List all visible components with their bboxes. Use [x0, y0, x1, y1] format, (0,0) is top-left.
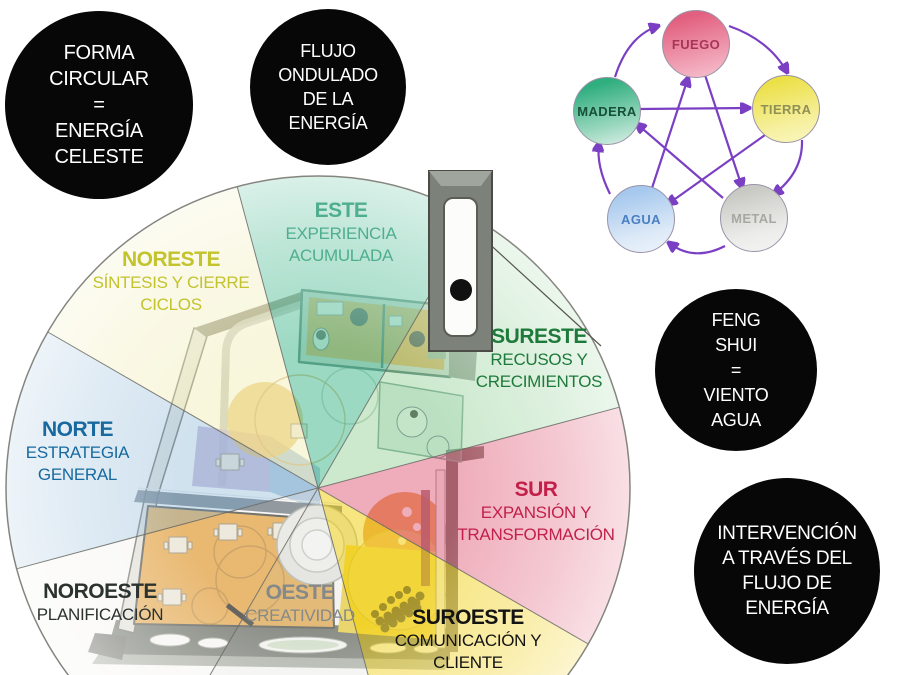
arrow-metal-madera — [637, 124, 724, 199]
badge-line: ENERGÍA — [55, 120, 143, 142]
badge-line: INTERVENCIÓN — [717, 523, 857, 544]
sector-label-suroeste: SUROESTE COMUNICACIÓN Y CLIENTE — [348, 606, 588, 674]
sector-name: ESTE — [314, 199, 368, 222]
arrow-metal-agua — [669, 243, 726, 255]
sector-label-noroeste: NOROESTE PLANIFICACIÓN — [0, 580, 200, 626]
sector-sub: EXPERIENCIA — [285, 224, 397, 243]
badge-forma-circular: FORMA CIRCULAR = ENERGÍA CELESTE — [5, 11, 193, 199]
badge-feng-shui: FENG SHUI = VIENTO AGUA — [655, 289, 817, 451]
sector-sub: CREATIVIDAD — [245, 606, 355, 625]
sector-sub: TRANSFORMACIÓN — [457, 525, 615, 544]
sector-label-oeste: OESTE CREATIVIDAD — [200, 581, 400, 627]
arrow-madera-fuego — [613, 26, 658, 78]
sector-name: SUROESTE — [412, 606, 524, 629]
element-tierra-label: TIERRA — [760, 101, 812, 117]
sector-name: NORTE — [42, 418, 114, 441]
element-fuego: FUEGO — [662, 10, 730, 78]
sector-boundary-lines — [16, 186, 620, 675]
sector-name: OESTE — [265, 581, 335, 604]
badge-line: CELESTE — [54, 146, 144, 168]
sector-sub: CLIENTE — [433, 653, 503, 672]
badge-line: FORMA — [63, 42, 135, 64]
sector-label-sur: SUR EXPANSIÓN Y TRANSFORMACIÓN — [436, 478, 636, 546]
stair-tower — [428, 170, 602, 352]
badge-intervencion: INTERVENCIÓN A TRAVÉS DEL FLUJO DE ENERG… — [694, 478, 880, 664]
badge-line: VIENTO — [703, 384, 769, 405]
sector-name: NORESTE — [121, 248, 221, 271]
badge-line: DE LA — [302, 89, 354, 109]
badge-line: FLUJO — [300, 41, 356, 61]
sector-name: NOROESTE — [43, 580, 157, 603]
sector-name: SURESTE — [491, 325, 587, 348]
element-madera: MADERA — [573, 77, 641, 145]
arrow-tierra-agua — [668, 134, 766, 204]
sector-sub: CRECIMIENTOS — [475, 372, 603, 391]
tower-shaft — [443, 197, 478, 337]
sector-sub: ACUMULADA — [288, 246, 394, 265]
badge-line: FLUJO DE — [742, 573, 832, 594]
sector-label-noreste: NORESTE SÍNTESIS Y CIERRE CICLOS — [61, 248, 281, 316]
element-agua-label: AGUA — [621, 211, 661, 227]
badge-flujo-ondulado: FLUJO ONDULADO DE LA ENERGÍA — [250, 9, 406, 165]
badge-line: = — [730, 359, 742, 380]
arrow-tierra-metal — [774, 139, 804, 194]
badge-line: FENG — [711, 309, 761, 330]
sector-sub: GENERAL — [37, 465, 118, 484]
sector-sub: SÍNTESIS Y CIERRE — [92, 273, 250, 292]
tower-black-dot — [450, 279, 472, 301]
element-agua: AGUA — [607, 185, 675, 253]
element-madera-label: MADERA — [577, 103, 637, 119]
sector-label-norte: NORTE ESTRATEGIA GENERAL — [0, 418, 155, 486]
element-tierra: TIERRA — [752, 75, 820, 143]
badge-line: SHUI — [715, 334, 757, 355]
badge-line: ONDULADO — [278, 65, 378, 85]
tower-top-face — [429, 171, 492, 186]
sector-sub: ESTRATEGIA — [25, 443, 130, 462]
element-metal: METAL — [720, 184, 788, 252]
badge-line: ENERGÍA — [288, 113, 368, 133]
badge-line: AGUA — [711, 409, 761, 430]
element-metal-label: METAL — [731, 210, 777, 226]
sector-label-sureste: SURESTE RECUSOS Y CRECIMIENTOS — [439, 325, 639, 393]
arrow-agua-madera — [598, 143, 611, 195]
arrow-madera-tierra — [638, 108, 749, 109]
sector-sub: RECUSOS Y — [490, 350, 588, 369]
sector-sub: PLANIFICACIÓN — [36, 605, 164, 624]
arrow-fuego-metal — [703, 74, 742, 187]
badge-line: CIRCULAR — [49, 68, 149, 90]
badge-line: A TRAVÉS DEL — [722, 548, 852, 569]
sector-name: SUR — [514, 478, 558, 501]
wheel-outline — [5, 175, 631, 675]
arrow-fuego-tierra — [728, 24, 787, 72]
sector-sub: COMUNICACIÓN Y — [394, 631, 542, 650]
sector-sub: CICLOS — [140, 295, 202, 314]
sector-label-este: ESTE EXPERIENCIA ACUMULADA — [241, 199, 441, 267]
badge-line: ENERGÍA — [745, 598, 829, 619]
badge-line: = — [93, 94, 105, 116]
sector-sub: EXPANSIÓN Y — [480, 503, 592, 522]
cycle-arrows — [598, 24, 804, 255]
element-fuego-label: FUEGO — [671, 36, 721, 52]
arrow-agua-fuego — [650, 78, 688, 189]
